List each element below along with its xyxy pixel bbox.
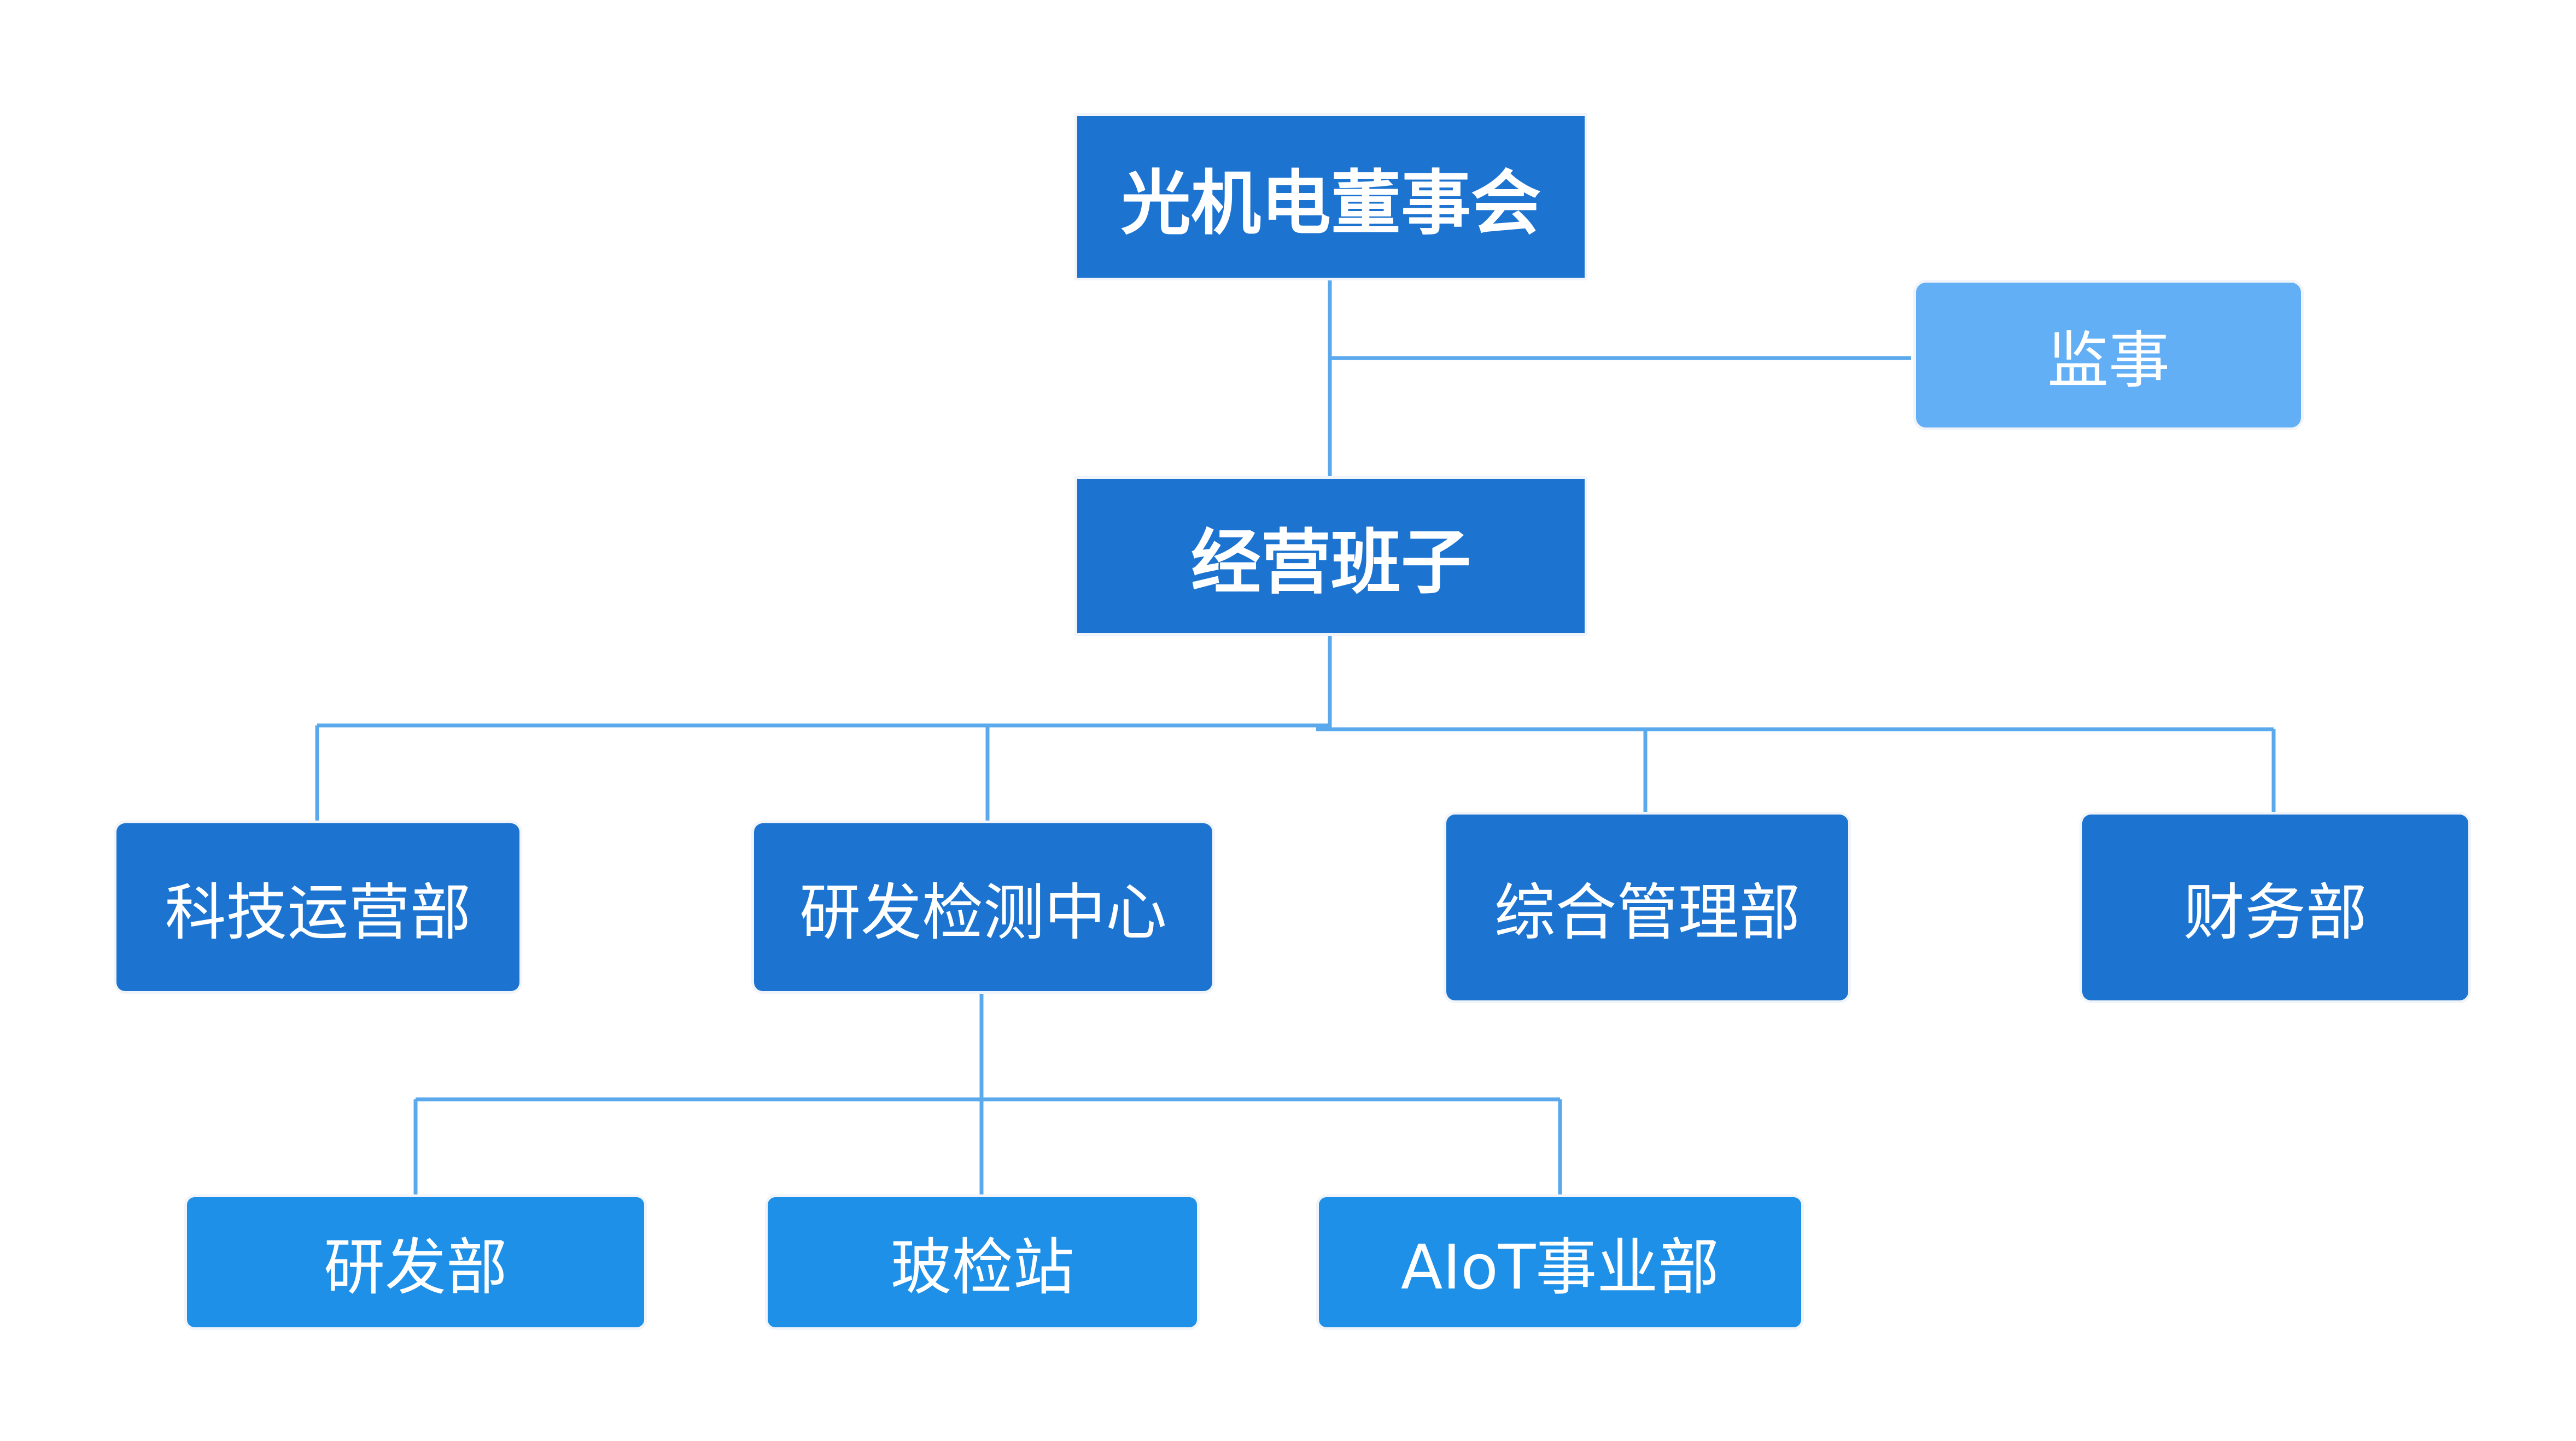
- node-dept-rd-center: 研发检测中心: [754, 823, 1212, 991]
- node-management: 经营班子: [1077, 479, 1585, 633]
- node-dept-finance-label: 财务部: [2183, 877, 2367, 948]
- node-board: 光机电董事会: [1077, 116, 1585, 278]
- node-sub-rd-label: 研发部: [324, 1232, 507, 1303]
- node-sub-aiot: AIoT事业部: [1319, 1197, 1801, 1327]
- node-board-label: 光机电董事会: [1120, 162, 1541, 244]
- node-management-label: 经营班子: [1190, 522, 1471, 604]
- node-sub-aiot-label: AIoT事业部: [1400, 1232, 1720, 1303]
- node-supervisor-label: 监事: [2047, 325, 2170, 396]
- node-dept-general-admin-label: 综合管理部: [1494, 877, 1801, 948]
- node-sub-glass-inspection-label: 玻检站: [890, 1232, 1074, 1303]
- node-supervisor: 监事: [1916, 283, 2301, 427]
- node-sub-glass-inspection: 玻检站: [768, 1197, 1197, 1327]
- node-dept-tech-ops-label: 科技运营部: [165, 877, 471, 948]
- node-sub-rd: 研发部: [187, 1197, 644, 1327]
- node-dept-general-admin: 综合管理部: [1446, 815, 1848, 1000]
- node-dept-rd-center-label: 研发检测中心: [799, 877, 1167, 948]
- node-dept-tech-ops: 科技运营部: [116, 823, 519, 991]
- node-dept-finance: 财务部: [2082, 815, 2468, 1000]
